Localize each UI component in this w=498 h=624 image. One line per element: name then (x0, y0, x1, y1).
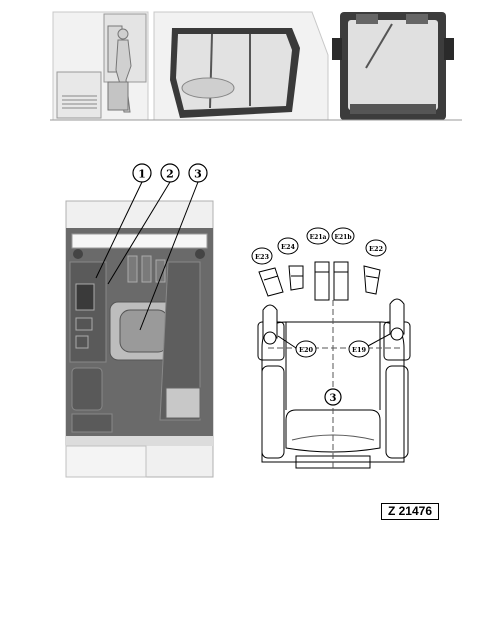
label-e21a: E21a (306, 227, 330, 245)
label-e24-text: E24 (281, 243, 295, 251)
label-e20: E20 (277, 335, 317, 358)
label-e21b-text: E21b (334, 234, 351, 241)
label-e23-text: E23 (255, 253, 269, 261)
callout-3: 3 (188, 163, 208, 183)
cab-rear-view (332, 12, 454, 120)
label-e22: E22 (365, 239, 387, 257)
label-e19-text: E19 (352, 346, 366, 354)
figure-code-label: Z 21476 (381, 503, 439, 520)
callout-3-label: 3 (194, 168, 202, 181)
label-e20-text: E20 (299, 346, 313, 354)
callout-2: 2 (160, 163, 180, 183)
label-e19: E19 (348, 333, 391, 358)
callout-1-label: 1 (138, 168, 146, 181)
cab-side-view-operator (52, 11, 149, 121)
callout-3-seat: 3 (324, 388, 342, 406)
switch-icons (258, 261, 381, 301)
callout-2-label: 2 (166, 168, 174, 181)
callout-3-seat-label: 3 (330, 393, 337, 404)
control-layout-diagram (257, 298, 411, 470)
cab-plan-view (65, 200, 214, 478)
label-e24: E24 (277, 237, 299, 255)
callout-1: 1 (132, 163, 152, 183)
label-e21a-text: E21a (310, 234, 327, 241)
callout-leaders (95, 181, 199, 331)
label-e22-text: E22 (369, 245, 383, 253)
cab-side-view (153, 11, 329, 121)
label-e21b: E21b (331, 227, 355, 245)
label-e23: E23 (251, 247, 273, 265)
